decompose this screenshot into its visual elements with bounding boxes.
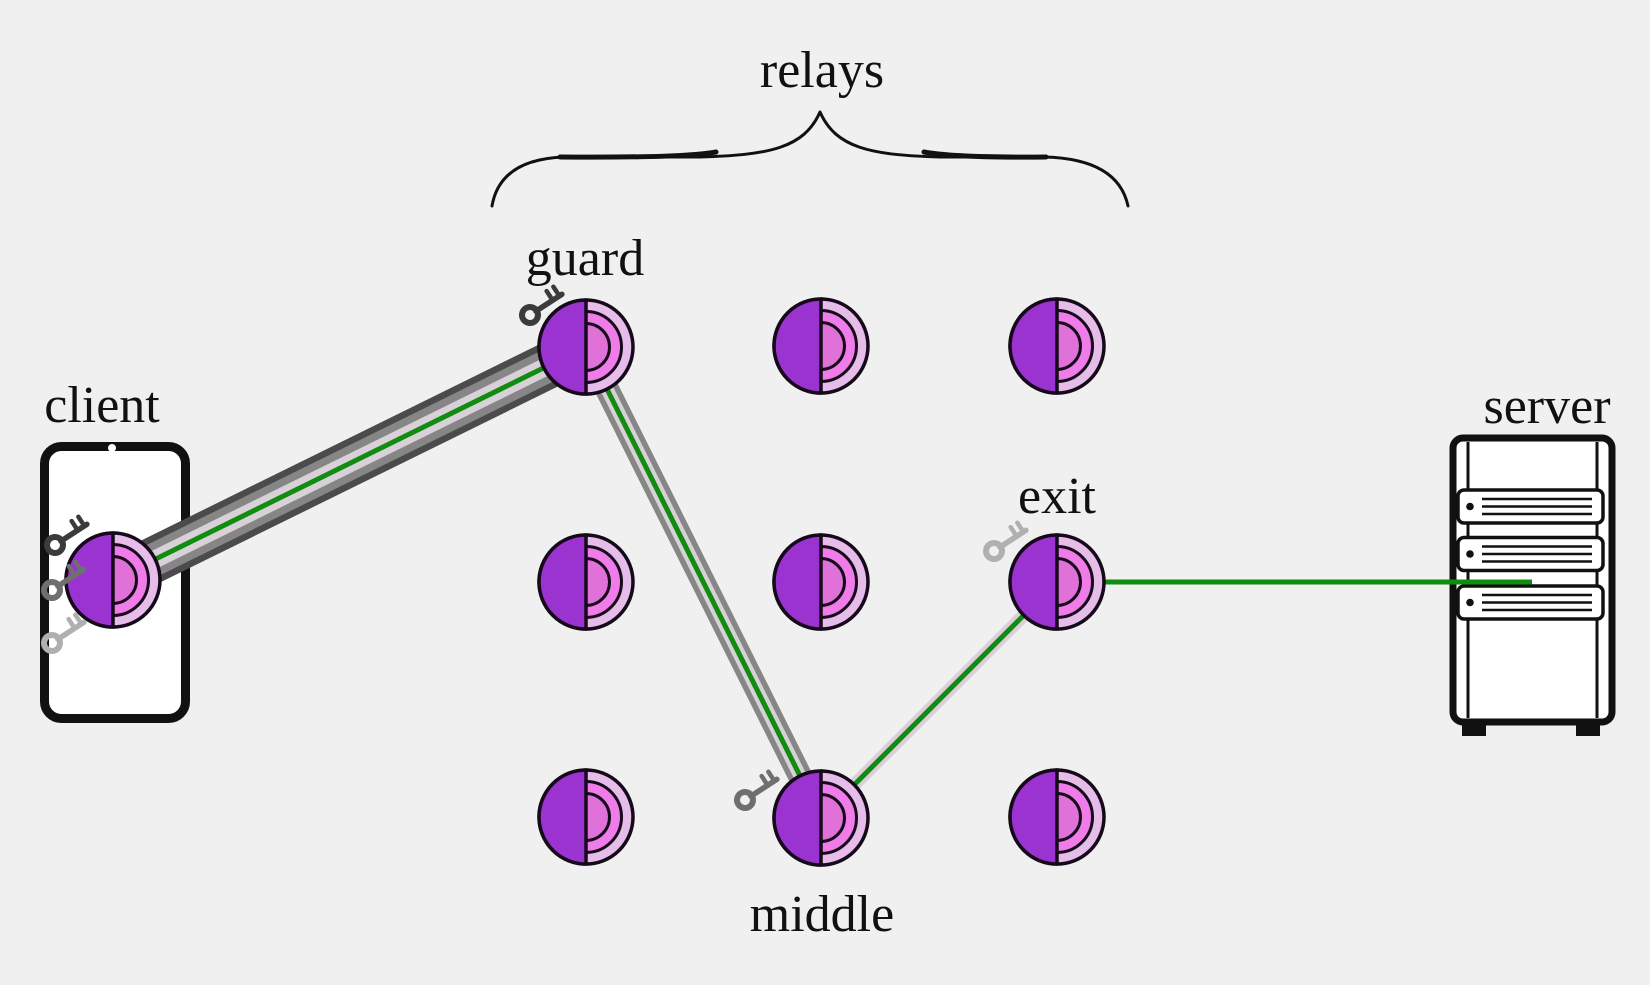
relay-node (772, 297, 870, 395)
key-icon-middle (732, 770, 781, 811)
phone-camera-dot (108, 444, 116, 452)
label-client: client (44, 377, 160, 434)
drive-vents (1482, 593, 1592, 612)
label-relays: relays (760, 42, 884, 99)
label-middle: middle (750, 886, 894, 943)
server-tower (1449, 434, 1616, 736)
relay-node (1008, 768, 1106, 866)
label-server: server (1483, 378, 1610, 435)
drive-led (1466, 598, 1474, 607)
server-drive-bay (1456, 488, 1605, 525)
server-foot (1576, 720, 1600, 736)
relay-node (772, 533, 870, 631)
server-foot (1462, 720, 1486, 736)
drive-led (1466, 502, 1474, 511)
relay-node-exit (1008, 533, 1106, 631)
label-guard: guard (526, 230, 644, 287)
connection-client-guard (102, 326, 597, 601)
relays-brace (490, 110, 1130, 208)
data-stream (819, 580, 1059, 820)
relay-grid (537, 297, 1106, 867)
data-stream (111, 344, 588, 583)
client-onion-icon (64, 531, 162, 629)
drive-vents (1482, 545, 1592, 563)
drive-vents (1482, 497, 1592, 516)
relay-node (1008, 297, 1106, 395)
relay-node-guard (537, 298, 635, 396)
label-exit: exit (1018, 468, 1097, 525)
server-drive-bay (1456, 584, 1605, 621)
relay-node-middle (772, 769, 870, 867)
connection-guard-middle (575, 341, 832, 824)
connection-middle-exit (816, 577, 1062, 823)
relay-node (537, 768, 635, 866)
server-drive-bay (1456, 535, 1605, 573)
drive-led (1466, 550, 1474, 558)
relay-node (537, 533, 635, 631)
data-stream (583, 345, 824, 820)
